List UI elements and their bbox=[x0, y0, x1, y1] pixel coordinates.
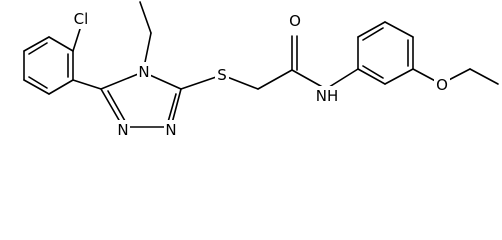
double-bond-inner bbox=[362, 65, 384, 79]
atom-nh: NH bbox=[313, 86, 341, 106]
atom-label-cl: Cl bbox=[74, 10, 89, 28]
bond-aryl-triazole bbox=[72, 79, 102, 90]
bond bbox=[357, 21, 386, 38]
bond bbox=[357, 68, 386, 85]
bond bbox=[48, 79, 74, 95]
atom-n-ethyl: N bbox=[137, 62, 151, 82]
bond-c-cl bbox=[72, 28, 81, 52]
double-bond-inner bbox=[28, 76, 48, 89]
label-background bbox=[116, 120, 130, 140]
chlorophenyl-ring bbox=[23, 36, 74, 95]
chemical-structure-diagram: Cl N N N S O NH O bbox=[23, 1, 499, 140]
atom-label-o: O bbox=[436, 76, 448, 94]
bond-ethyl bbox=[139, 1, 152, 34]
label-background bbox=[215, 65, 229, 85]
atom-cl: Cl bbox=[69, 9, 93, 29]
atom-n-left: N bbox=[116, 120, 130, 140]
double-bond-inner bbox=[28, 42, 48, 55]
bond bbox=[384, 68, 414, 85]
bond-ch2-co bbox=[257, 69, 293, 90]
atom-label-n: N bbox=[138, 63, 149, 81]
bond bbox=[23, 79, 50, 95]
atom-label-o: O bbox=[289, 12, 301, 30]
atom-o-carbonyl: O bbox=[287, 11, 303, 31]
label-background bbox=[164, 120, 178, 140]
double-bond-inner bbox=[107, 90, 126, 122]
label-background bbox=[287, 11, 303, 31]
bond-methyl bbox=[469, 68, 499, 85]
bond-nh-aryl bbox=[325, 68, 359, 90]
atom-label-s: S bbox=[217, 66, 227, 84]
atom-label-n: N bbox=[117, 121, 128, 139]
double-bond-inner bbox=[362, 27, 384, 41]
atom-label-nh: NH bbox=[316, 87, 339, 105]
label-background bbox=[434, 75, 450, 95]
label-background bbox=[137, 62, 151, 82]
double-bond-inner bbox=[167, 93, 177, 123]
bond bbox=[23, 36, 50, 52]
label-background bbox=[313, 86, 341, 106]
atom-o-methoxy: O bbox=[434, 75, 450, 95]
atom-s: S bbox=[215, 65, 229, 85]
atom-n-right: N bbox=[164, 120, 178, 140]
atom-label-n: N bbox=[165, 121, 176, 139]
bond bbox=[48, 36, 74, 52]
label-background bbox=[69, 9, 93, 29]
bond-c-nh bbox=[291, 69, 327, 90]
bond bbox=[384, 21, 414, 38]
bond bbox=[100, 71, 144, 90]
methoxyphenyl-ring bbox=[357, 21, 414, 85]
